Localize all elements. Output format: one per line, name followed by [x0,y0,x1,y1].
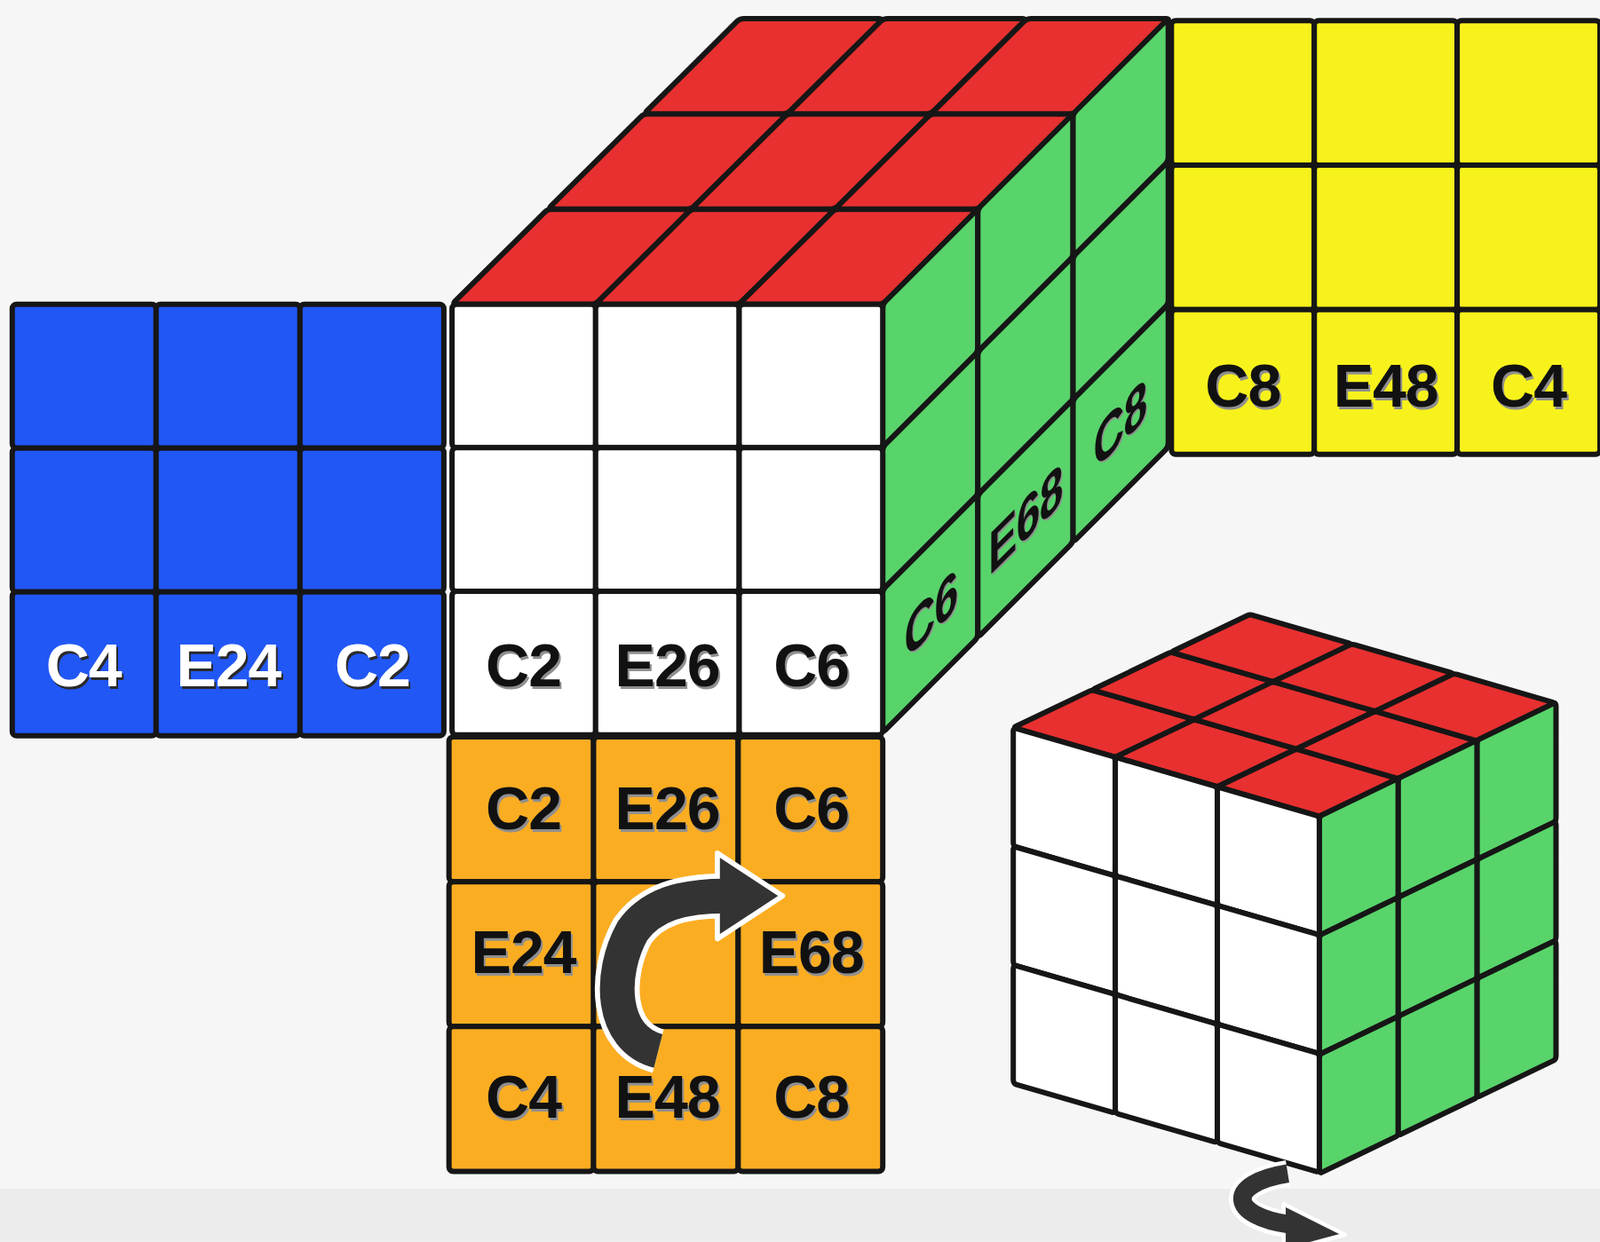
sticker: C2 [308,601,437,730]
sticker-label: C4 [46,634,122,696]
sticker: E26 [602,601,732,730]
sticker-label: C8 [1093,366,1148,481]
sticker-label: C8 [773,1066,849,1127]
sticker-label: C2 [485,777,562,839]
sticker-label: C2 [485,634,562,696]
sticker: E48 [602,1032,732,1162]
rotation-arrow [617,853,783,1052]
blue-face [12,304,444,737]
sticker-label: C8 [1204,355,1281,416]
sticker: C6 [746,744,876,873]
sticker-label: E26 [615,777,721,839]
sticker-label: E26 [615,634,721,696]
sticker: C6 [746,601,876,730]
sticker: E48 [1321,321,1450,451]
small-white-face [1013,728,1320,1173]
sticker-label: C4 [1490,355,1567,416]
orange-face [449,736,884,1173]
sticker: C2 [459,744,588,873]
sticker: E68 [961,453,1091,583]
white-face [451,304,883,736]
sticker: C2 [459,601,588,730]
sticker: C6 [866,548,996,678]
sticker: C4 [19,601,149,730]
sticker-label: E68 [988,451,1062,586]
sticker-label: E48 [1333,355,1439,416]
sticker: E68 [746,887,876,1017]
sticker: C8 [746,1032,876,1162]
sticker-label: E68 [759,921,864,983]
sticker-label: E24 [471,921,577,983]
sticker-label: C4 [485,1066,562,1127]
sticker: C8 [1178,321,1307,451]
sticker: E24 [459,887,588,1017]
sticker: C8 [1055,359,1185,489]
green-face [882,18,1169,733]
yellow-face [1171,20,1600,455]
small-green-face [1319,702,1557,1174]
sticker-label: C6 [773,634,849,696]
sticker-label: C6 [903,556,958,671]
sticker: C4 [1464,321,1593,451]
floor-band [0,1188,1600,1242]
turn-arrow [1242,1173,1346,1242]
sticker-label: E48 [615,1066,721,1127]
sticker: E24 [164,601,294,730]
sticker-label: C2 [334,634,411,696]
sticker-label: C6 [773,777,849,839]
sticker: C4 [459,1032,588,1162]
sticker: E26 [602,744,732,873]
sticker-label: E24 [175,634,281,696]
